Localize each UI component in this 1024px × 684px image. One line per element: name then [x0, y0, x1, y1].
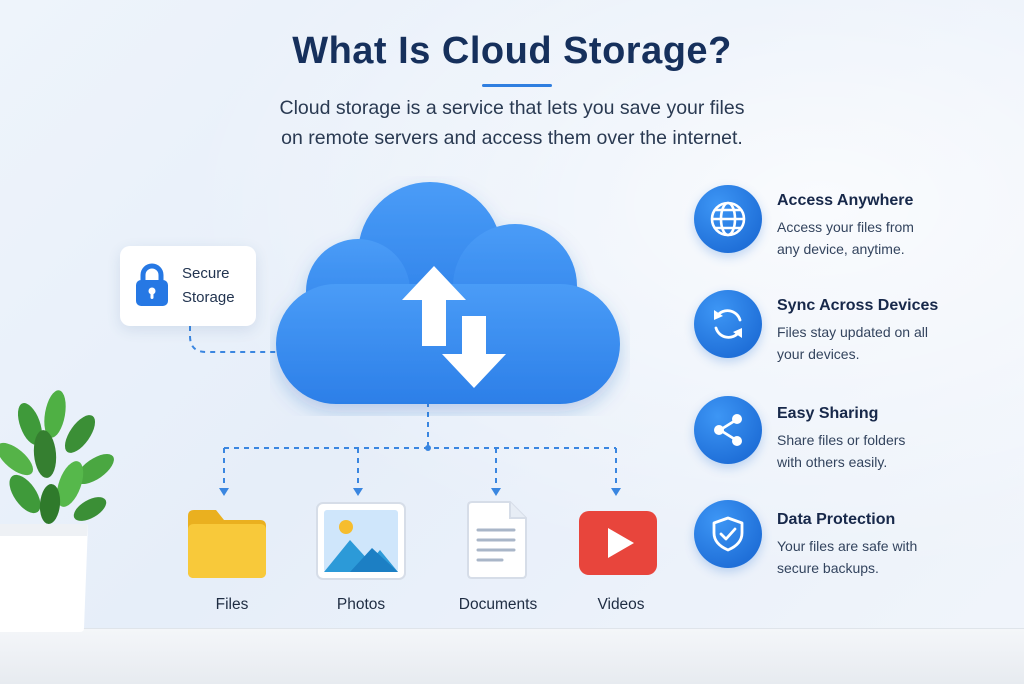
- connector-secure-to-cloud: [189, 326, 282, 353]
- feature-sharing-badge: [694, 396, 762, 464]
- video-play-icon: [579, 511, 657, 575]
- cloud-illustration: [276, 182, 620, 404]
- arrowhead-videos: [611, 488, 621, 496]
- feature-sync-badge: [694, 290, 762, 358]
- subtitle-line-2: on remote servers and access them over t…: [281, 127, 743, 149]
- page-title: What Is Cloud Storage?: [292, 30, 732, 72]
- feature-title-sharing: Easy Sharing: [777, 405, 879, 422]
- feature-desc-line: Share files or folders: [777, 432, 906, 448]
- feature-title-access-anywhere: Access Anywhere: [777, 192, 914, 209]
- image-icon: [316, 502, 406, 580]
- document-icon: [467, 501, 527, 579]
- desk-surface: [0, 628, 1024, 684]
- plant-decoration: [0, 390, 114, 632]
- feature-desc-line: with others easily.: [777, 454, 888, 470]
- secure-storage-label: Secure Storage: [182, 262, 252, 310]
- feature-desc-protection: Your files are safe with secure backups.: [777, 535, 977, 579]
- subtitle-line-1: Cloud storage is a service that lets you…: [279, 97, 745, 119]
- junction-dot: [425, 445, 431, 451]
- file-type-label-videos: Videos: [597, 596, 645, 613]
- page-subtitle: Cloud storage is a service that lets you…: [212, 93, 812, 153]
- arrowhead-files: [219, 488, 229, 496]
- plant-pot: [0, 524, 88, 632]
- title-underline: [482, 84, 552, 87]
- feature-desc-sharing: Share files or folders with others easil…: [777, 429, 977, 473]
- feature-desc-line: Files stay updated on all: [777, 324, 928, 340]
- globe-icon: [710, 201, 746, 237]
- feature-title-sync: Sync Across Devices: [777, 297, 939, 314]
- folder-icon: [188, 510, 266, 578]
- upload-download-arrows-icon: [402, 266, 506, 388]
- feature-desc-line: Access your files from: [777, 219, 914, 235]
- feature-desc-sync: Files stay updated on all your devices.: [777, 321, 977, 365]
- feature-desc-line: Your files are safe with: [777, 538, 918, 554]
- feature-desc-line: your devices.: [777, 346, 860, 362]
- secure-storage-line-2: Storage: [182, 289, 235, 306]
- file-type-label-files: Files: [215, 596, 249, 613]
- secure-storage-line-1: Secure: [182, 265, 230, 282]
- shield-check-icon: [712, 516, 744, 552]
- feature-desc-line: secure backups.: [777, 560, 879, 576]
- file-type-label-documents: Documents: [458, 596, 538, 613]
- lock-icon: [136, 263, 168, 306]
- share-icon: [714, 414, 742, 446]
- feature-protection-badge: [694, 500, 762, 568]
- feature-title-protection: Data Protection: [777, 511, 896, 528]
- plant-leaves: [0, 390, 114, 524]
- secure-storage-card: Secure Storage: [120, 246, 256, 326]
- file-type-label-photos: Photos: [336, 596, 386, 613]
- feature-desc-access-anywhere: Access your files from any device, anyti…: [777, 216, 977, 260]
- arrowhead-documents: [491, 488, 501, 496]
- feature-desc-line: any device, anytime.: [777, 241, 905, 257]
- feature-access-anywhere-badge: [694, 185, 762, 253]
- arrowhead-photos: [353, 488, 363, 496]
- sync-icon: [714, 309, 742, 339]
